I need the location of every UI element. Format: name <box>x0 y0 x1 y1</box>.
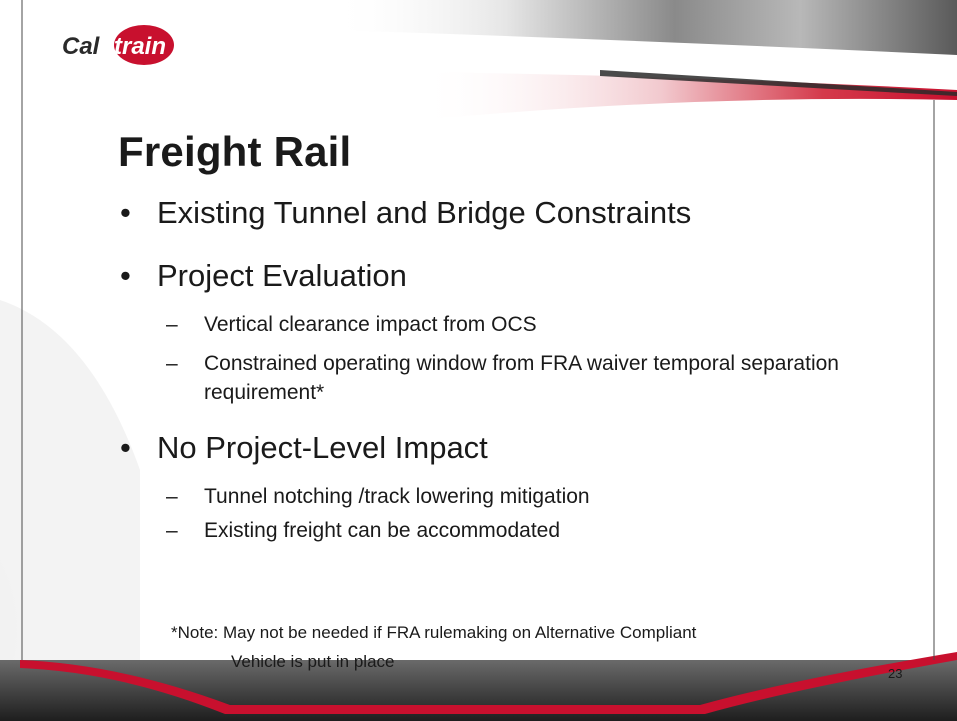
dash-marker: – <box>166 352 178 375</box>
dash-marker: – <box>166 313 178 336</box>
sub-bullet-text: Tunnel notching /track lowering mitigati… <box>204 485 590 508</box>
bullet-text: No Project-Level Impact <box>157 430 488 465</box>
caltrain-logo: Cal train <box>62 25 174 65</box>
footnote-line: *Note: May not be needed if FRA rulemaki… <box>171 623 697 642</box>
bullet-marker: • <box>120 258 131 293</box>
sub-bullet-text: Existing freight can be accommodated <box>204 519 561 542</box>
sub-bullet-text: Constrained operating window from FRA wa… <box>204 352 839 404</box>
footnote-line: Vehicle is put in place <box>231 652 395 671</box>
bullet-marker: • <box>120 195 131 230</box>
slide-title: Freight Rail <box>118 128 352 175</box>
dash-marker: – <box>166 485 178 508</box>
dash-marker: – <box>166 519 178 542</box>
logo-text-train: train <box>114 33 166 60</box>
bullet-text: Project Evaluation <box>157 258 407 293</box>
bullet-text: Existing Tunnel and Bridge Constraints <box>157 195 692 230</box>
sub-bullet-text: Vertical clearance impact from OCS <box>204 313 537 336</box>
logo-text-cal: Cal <box>62 33 101 60</box>
page-number: 23 <box>888 666 903 681</box>
bullet-marker: • <box>120 430 131 465</box>
